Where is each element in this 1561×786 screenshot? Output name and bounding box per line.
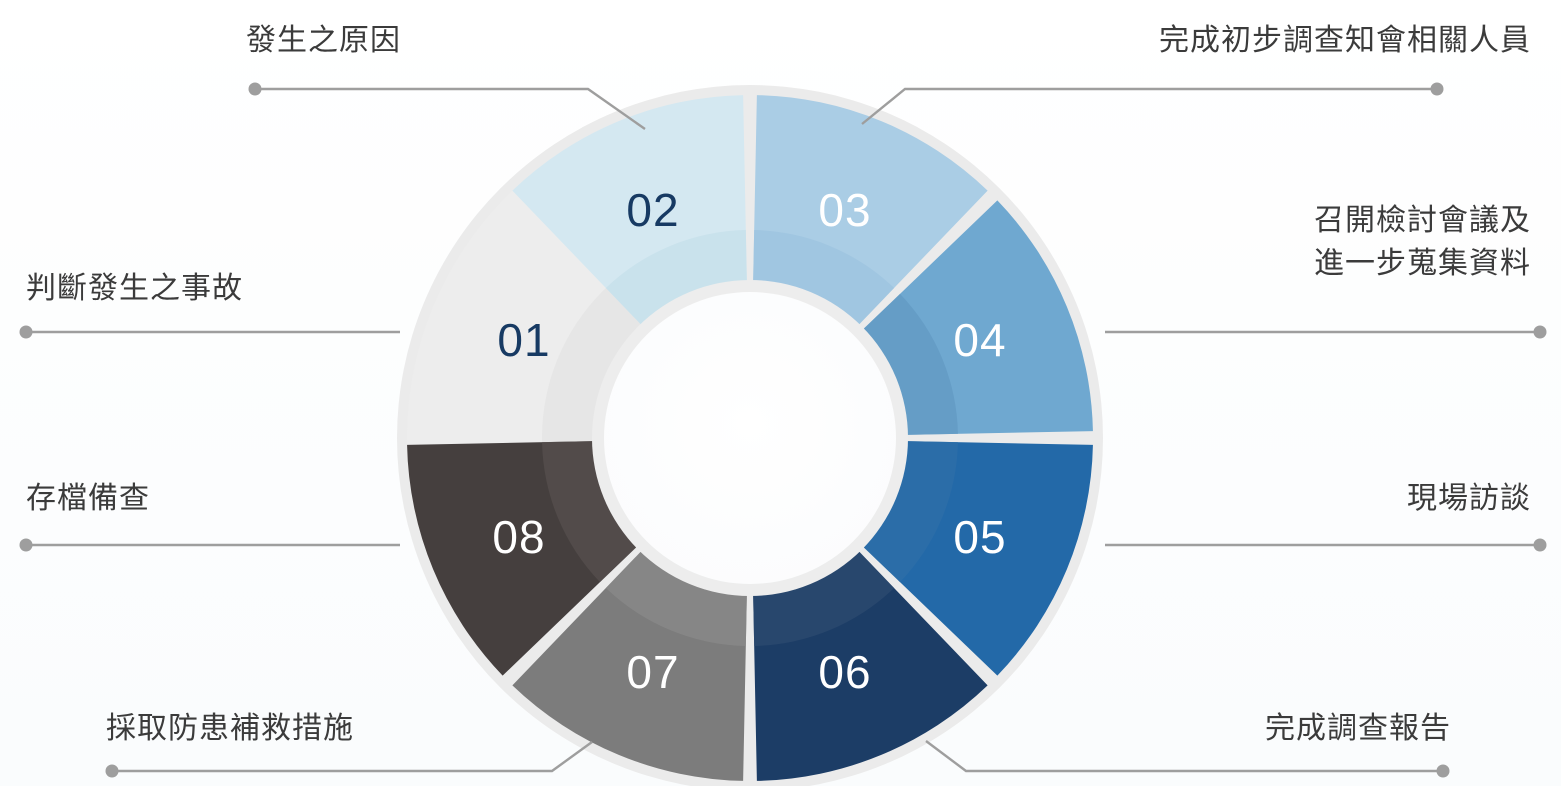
label-callout-03: 完成初步調查知會相關人員: [1159, 20, 1531, 63]
segment-number-01: 01: [497, 314, 550, 366]
segment-inner-shade-04: [862, 293, 958, 435]
label-callout-06: 完成調查報告: [1265, 708, 1451, 751]
label-callout-04: 召開檢討會議及進一步蒐集資料: [1314, 200, 1531, 285]
label-callout-08: 存檔備查: [26, 478, 150, 521]
label-line: 判斷發生之事故: [26, 272, 243, 305]
segment-number-08: 08: [492, 511, 545, 563]
leader-line-callout-02: [255, 87, 646, 130]
leader-dot-callout-03: [1430, 82, 1444, 96]
segment-inner-shade-06: [753, 550, 895, 646]
segment-inner-shade-03: [753, 230, 895, 326]
label-line: 發生之原因: [246, 24, 401, 57]
leader-dot-callout-06: [1436, 764, 1450, 778]
leader-dot-callout-05: [1533, 538, 1547, 552]
segment-number-07: 07: [626, 646, 679, 698]
segment-number-06: 06: [818, 646, 871, 698]
label-line: 召開檢討會議及: [1314, 204, 1531, 237]
leader-line-callout-06: [925, 740, 1443, 773]
segment-inner-shade-02: [605, 230, 747, 326]
segment-number-02: 02: [626, 184, 679, 236]
leader-line-callout-07: [112, 741, 593, 773]
label-callout-07: 採取防患補救措施: [106, 708, 354, 751]
label-line: 採取防患補救措施: [106, 712, 354, 745]
label-callout-01: 判斷發生之事故: [26, 268, 243, 311]
label-line: 存檔備查: [26, 482, 150, 515]
label-callout-02: 發生之原因: [246, 20, 401, 63]
segment-number-05: 05: [953, 511, 1006, 563]
segment-inner-shade-07: [605, 550, 747, 646]
leader-dot-callout-02: [248, 82, 262, 96]
segment-number-03: 03: [818, 184, 871, 236]
label-callout-05: 現場訪談: [1407, 478, 1531, 521]
donut-segments: [407, 95, 1093, 781]
label-line: 完成調查報告: [1265, 712, 1451, 745]
segment-number-04: 04: [953, 314, 1006, 366]
leader-line-callout-03: [861, 87, 1437, 125]
segment-numbers: 01 02 03 04 05 06 07 08: [492, 184, 1006, 698]
leader-dot-callout-07: [105, 764, 119, 778]
leader-dot-callout-08: [19, 538, 33, 552]
segment-inner-shade-08: [542, 441, 638, 583]
label-line: 進一步蒐集資料: [1314, 246, 1531, 280]
label-line: 現場訪談: [1407, 482, 1531, 515]
leader-lines: [19, 82, 1547, 778]
label-line: 完成初步調查知會相關人員: [1159, 24, 1531, 57]
hub-center: [604, 292, 896, 584]
segment-inner-shade-05: [862, 441, 958, 583]
leader-dot-callout-04: [1533, 325, 1547, 339]
leader-dot-callout-01: [19, 325, 33, 339]
